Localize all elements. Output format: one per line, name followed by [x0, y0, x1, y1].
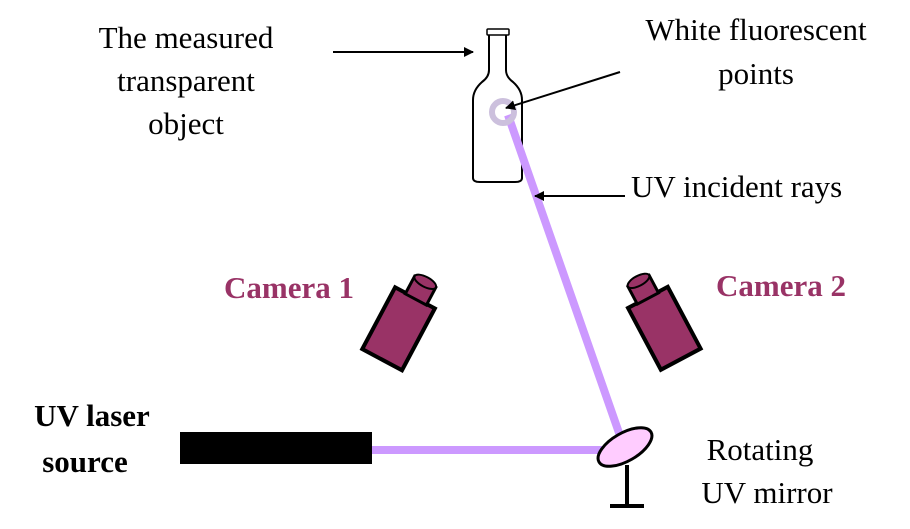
bottle-cap: [486, 28, 510, 36]
mirror: [596, 426, 654, 468]
object-label-3: object: [148, 106, 224, 141]
object-label-1: The measured: [99, 20, 274, 55]
fluorescent-point: [489, 98, 517, 126]
laser-label-1: UV laser: [34, 398, 150, 433]
laser-source: [180, 432, 372, 464]
camera-1: [359, 273, 438, 373]
mirror-label-1: Rotating: [707, 432, 814, 467]
camera-1-label: Camera 1: [224, 270, 354, 305]
camera-2-label: Camera 2: [716, 268, 846, 303]
points-arrow: [505, 71, 621, 111]
object-label-2: transparent: [117, 63, 255, 98]
points-label-2: points: [718, 56, 794, 91]
mirror-label-2: UV mirror: [701, 475, 833, 510]
points-label-1: White fluorescent: [645, 12, 867, 47]
rays-label: UV incident rays: [631, 169, 842, 204]
laser-label-2: source: [42, 444, 128, 479]
camera-2: [625, 272, 704, 373]
bottle: [472, 32, 523, 183]
